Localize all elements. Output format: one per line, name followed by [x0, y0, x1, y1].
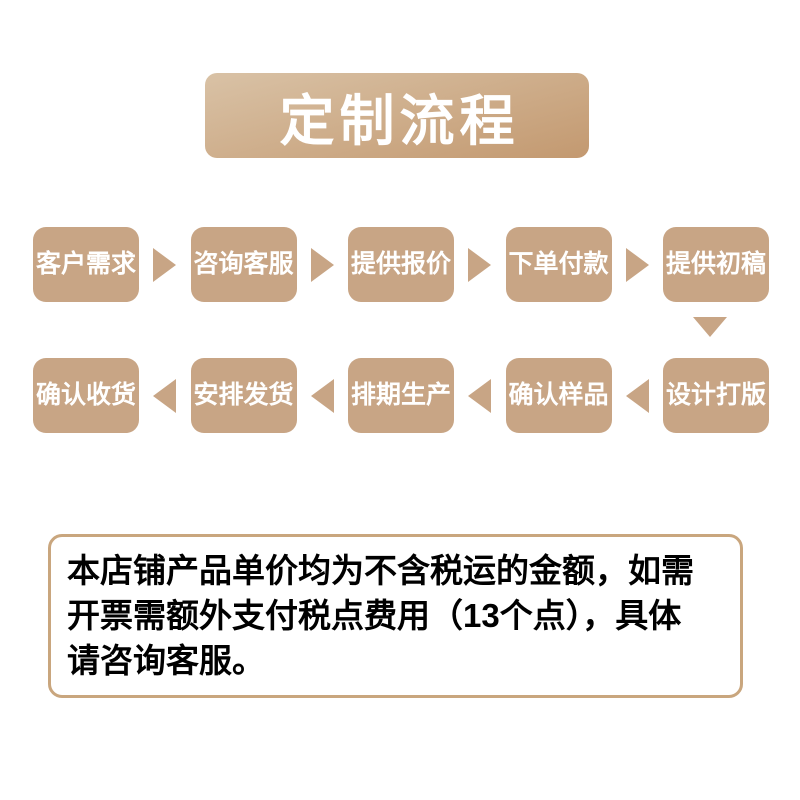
flow-row-bottom: 确认收货 安排发货 排期生产 确认样品 设计打版: [33, 358, 769, 433]
flow-step-schedule-production: 排期生产: [348, 358, 454, 433]
arrow-cell: [297, 227, 349, 302]
arrow-left-icon: [468, 378, 492, 413]
arrow-cell: [139, 358, 191, 433]
arrow-right-icon: [153, 247, 177, 282]
flow-step-confirm-sample: 确认样品: [505, 358, 612, 433]
note-line-2: 开票需额外支付税点费用（13个点），具体: [67, 597, 682, 634]
arrow-cell: [612, 227, 664, 302]
arrow-left-icon: [153, 378, 177, 413]
note-line-3: 请咨询客服。: [67, 642, 265, 679]
note-line-1: 本店铺产品单价均为不含税运的金额，如需: [67, 552, 694, 589]
arrow-right-icon: [468, 247, 492, 282]
arrow-cell: [612, 358, 664, 433]
flow-step-confirm-receipt: 确认收货: [33, 358, 139, 433]
note-box: 本店铺产品单价均为不含税运的金额，如需 开票需额外支付税点费用（13个点），具体…: [48, 534, 743, 698]
flow-step-arrange-shipping: 安排发货: [190, 358, 297, 433]
arrow-right-icon: [625, 247, 649, 282]
arrow-cell: [454, 358, 506, 433]
flow-row-top: 客户需求 咨询客服 提供报价 下单付款 提供初稿: [33, 227, 769, 302]
arrow-left-icon: [310, 378, 334, 413]
arrow-cell: [454, 227, 506, 302]
arrow-cell: [139, 227, 191, 302]
arrow-right-icon: [310, 247, 334, 282]
flow-step-design-proofing: 设计打版: [663, 358, 769, 433]
flow-step-first-draft: 提供初稿: [663, 227, 769, 302]
flow-step-order-payment: 下单付款: [505, 227, 612, 302]
page-title: 定制流程: [205, 73, 589, 158]
flow-step-provide-quote: 提供报价: [348, 227, 454, 302]
arrow-cell: [297, 358, 349, 433]
flow-step-consult-service: 咨询客服: [190, 227, 297, 302]
arrow-left-icon: [625, 378, 649, 413]
flow-step-customer-needs: 客户需求: [33, 227, 139, 302]
arrow-down-icon: [693, 317, 727, 337]
